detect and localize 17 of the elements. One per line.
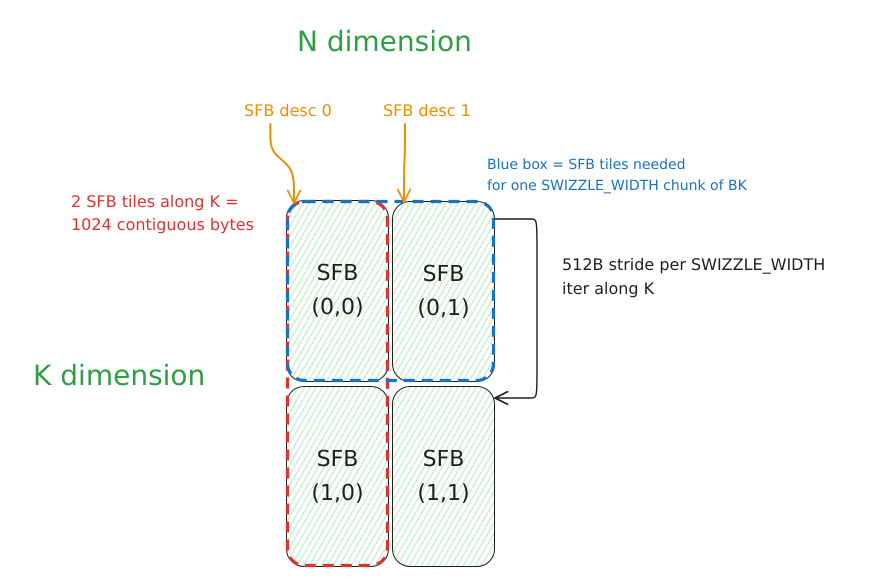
descriptor-label: SFB desc 1 — [383, 101, 471, 121]
tile-label: SFB (1,1) — [417, 446, 470, 508]
tile-label: SFB (0,0) — [311, 260, 364, 322]
dimension-title: N dimension — [297, 25, 472, 59]
descriptor-label: SFB desc 0 — [244, 101, 332, 121]
tile-label: SFB (1,0) — [311, 446, 364, 508]
tile — [392, 386, 495, 567]
dimension-title: K dimension — [33, 359, 206, 393]
tile — [392, 201, 495, 382]
note-text: 2 SFB tiles along K = 1024 contiguous bytes — [71, 191, 254, 236]
arrow — [396, 123, 412, 203]
arrow — [494, 218, 538, 406]
arrow — [269, 123, 302, 204]
tile-label: SFB (0,1) — [417, 260, 470, 322]
note-text: Blue box = SFB tiles needed for one SWIZZLE_WIDTH chunk of BK — [487, 156, 747, 196]
tile — [286, 200, 389, 382]
tile — [286, 386, 389, 567]
